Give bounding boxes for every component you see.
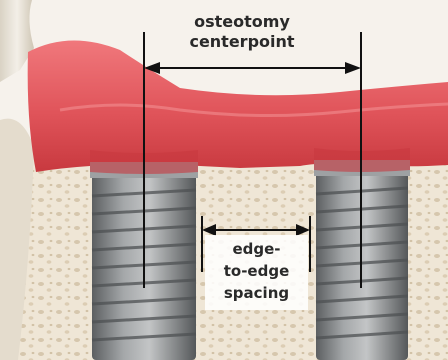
spacing-label-line2: to-edge <box>205 260 308 282</box>
centerpoint-label-line1: osteotomy <box>172 12 312 32</box>
spacing-label-line3: spacing <box>205 282 308 304</box>
centerpoint-label-line2: centerpoint <box>172 32 312 52</box>
centerpoint-label: osteotomy centerpoint <box>172 12 312 52</box>
spacing-label-line1: edge- <box>205 238 308 260</box>
spacing-label: edge- to-edge spacing <box>205 238 308 304</box>
